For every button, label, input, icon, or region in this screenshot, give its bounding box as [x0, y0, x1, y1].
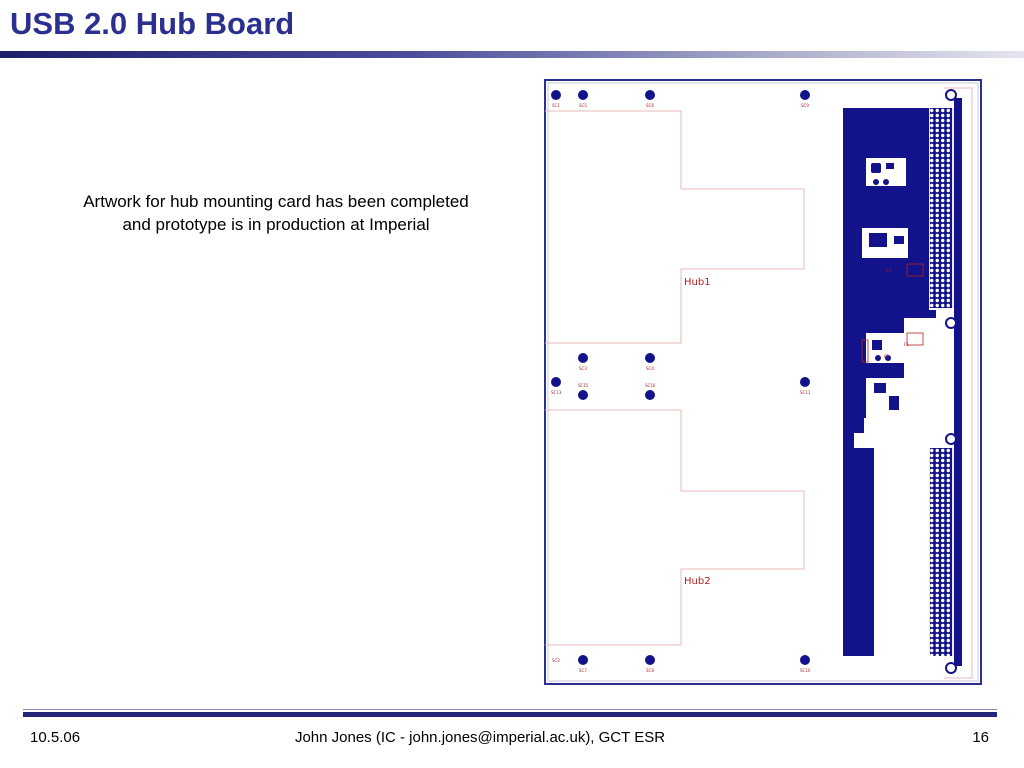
hub1-label: Hub1 [684, 277, 711, 288]
hole-label: SC3 [579, 366, 587, 371]
mount-hole [578, 390, 588, 400]
mount-hole [645, 90, 655, 100]
body-line-2: and prototype is in production at Imperi… [122, 215, 430, 234]
mount-hole [800, 655, 810, 665]
mount-hole [800, 90, 810, 100]
footer-page-number: 16 [972, 729, 989, 746]
hole-label: SC15 [578, 383, 589, 388]
hole-label: SC9 [801, 103, 809, 108]
slide-body: Artwork for hub mounting card has been c… [40, 190, 512, 236]
mount-hole [551, 90, 561, 100]
edge-hole [945, 89, 957, 101]
edge-hole [945, 662, 957, 674]
hole-label: SC4 [646, 366, 654, 371]
component-label: C1 [886, 268, 892, 273]
hole-label: SC8 [646, 668, 654, 673]
mount-hole [645, 390, 655, 400]
pin-dots [930, 108, 952, 656]
hole-label: SC2 [552, 658, 560, 663]
footer-author: John Jones (IC - john.jones@imperial.ac.… [294, 729, 666, 746]
connector-rail [954, 98, 962, 666]
pcb-artwork: Hub1 Hub2 SC1 SC5 SC6 SC9 SC3 SC4 SC [544, 78, 984, 688]
slide-title: USB 2.0 Hub Board [10, 6, 295, 41]
footer-rule-thin [23, 709, 997, 710]
mount-hole [645, 353, 655, 363]
footer-date: 10.5.06 [30, 729, 81, 746]
hole-label: SC5 [579, 103, 587, 108]
footer-rule [23, 712, 997, 717]
hub2-cutout [545, 409, 805, 646]
title-underline-bar [0, 51, 1024, 58]
board-inner-outline [547, 82, 979, 682]
edge-hole [945, 317, 957, 329]
hub1-cutout [545, 110, 805, 344]
mount-hole [578, 353, 588, 363]
mount-hole [551, 377, 561, 387]
hole-label: SC7 [579, 668, 587, 673]
hole-label: SC6 [646, 103, 654, 108]
edge-hole [945, 433, 957, 445]
hub2-label: Hub2 [684, 576, 711, 587]
hole-label: SC13 [551, 390, 562, 395]
mount-hole [645, 655, 655, 665]
hole-label: SC10 [800, 668, 811, 673]
body-line-1: Artwork for hub mounting card has been c… [83, 192, 469, 211]
hole-label: SC1 [552, 103, 560, 108]
hole-label: SC16 [645, 383, 656, 388]
mount-hole [800, 377, 810, 387]
mount-hole [578, 90, 588, 100]
mount-hole [578, 655, 588, 665]
hole-label: SC11 [800, 390, 811, 395]
component-label: F2 [884, 354, 889, 359]
